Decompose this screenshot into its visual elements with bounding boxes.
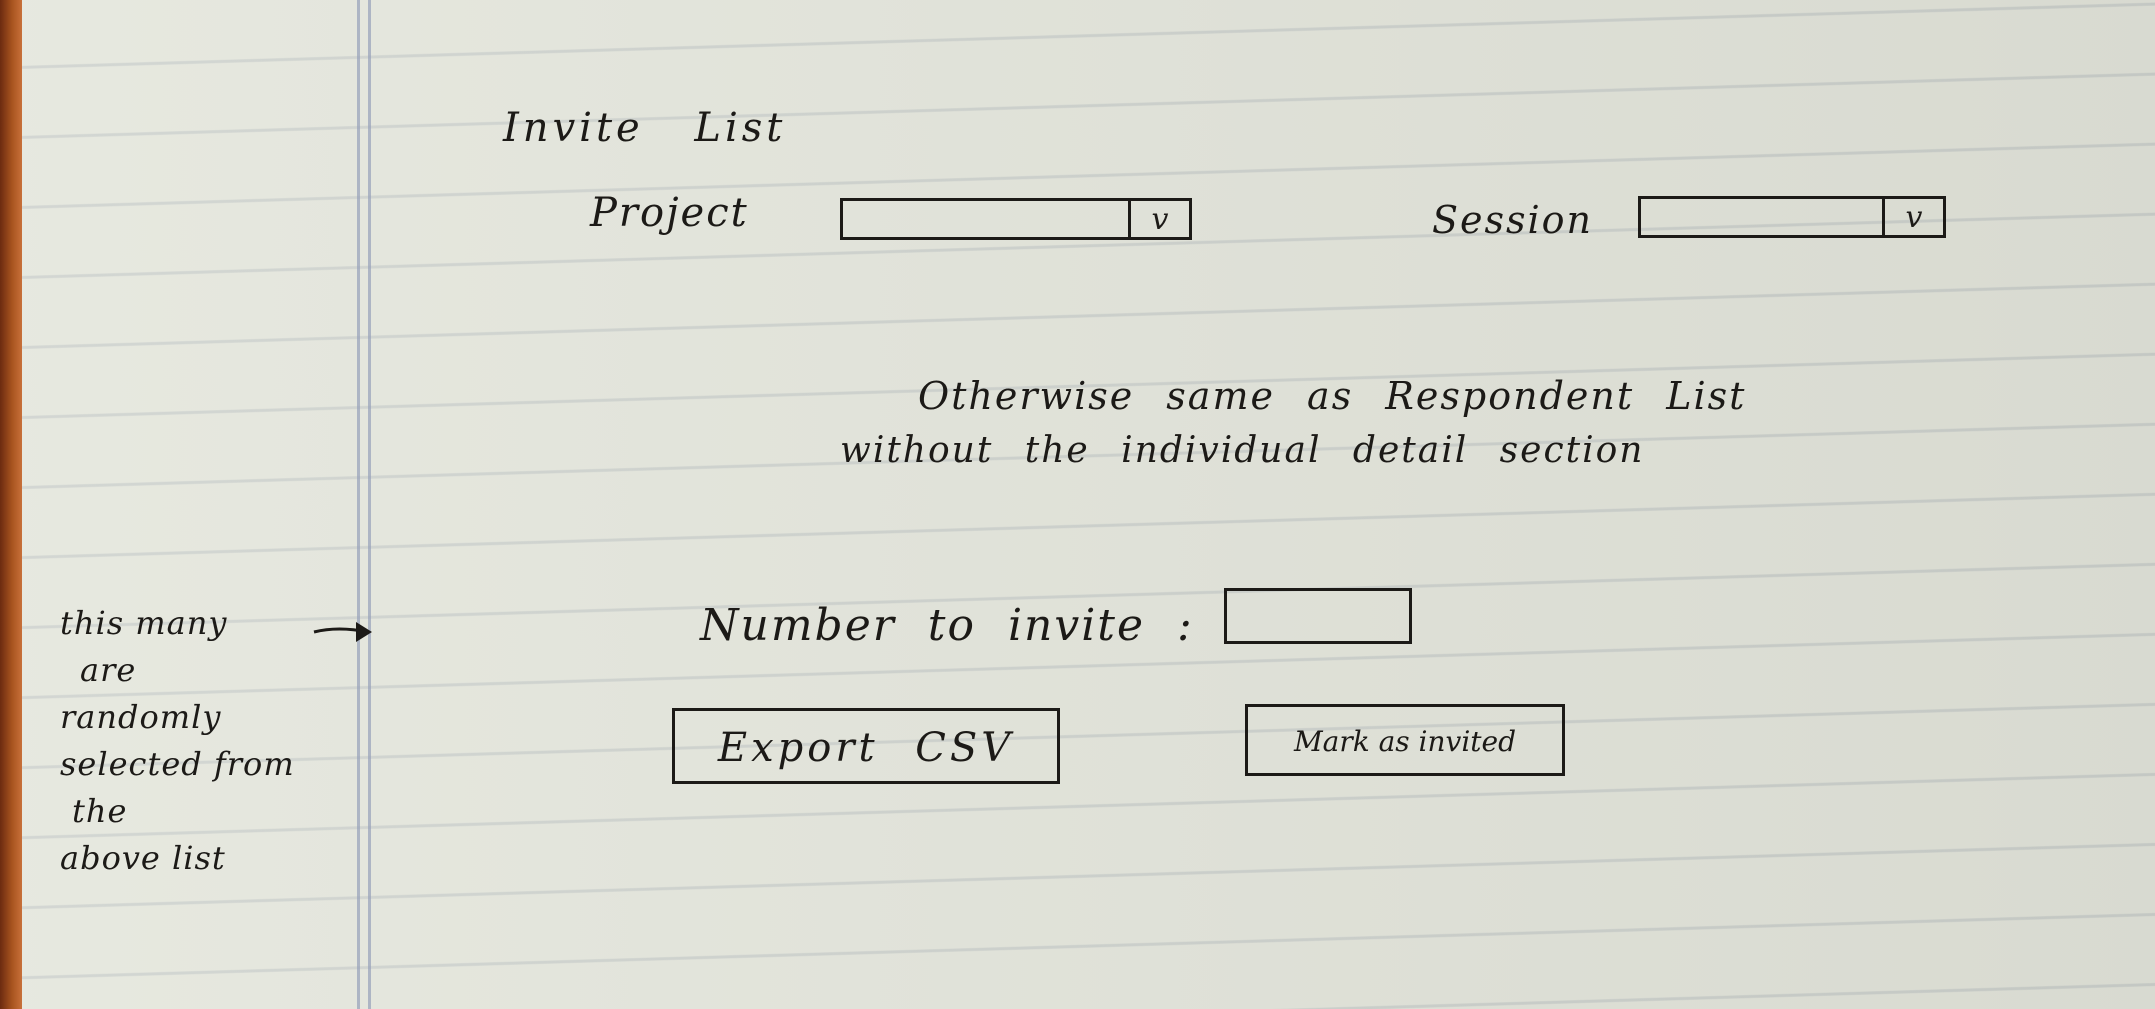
export-csv-label: Export CSV <box>717 725 1015 771</box>
margin-line <box>368 0 371 1009</box>
margin-note-line: are <box>80 651 137 689</box>
margin-note: this many are randomly selected from the… <box>60 600 295 882</box>
project-label: Project <box>590 190 749 236</box>
margin-note-line: the <box>72 792 128 830</box>
chevron-down-icon[interactable]: v <box>1128 201 1189 237</box>
margin-note-line: this many <box>60 604 228 642</box>
margin-line <box>357 0 360 1009</box>
margin-note-line: selected from <box>60 745 295 783</box>
note-line-2: without the individual detail section <box>840 430 1645 471</box>
note-line-1: Otherwise same as Respondent List <box>918 374 1747 418</box>
number-to-invite-input[interactable] <box>1224 588 1412 644</box>
session-label: Session <box>1432 198 1594 242</box>
session-select[interactable]: v <box>1638 196 1946 238</box>
mark-as-invited-label: Mark as invited <box>1293 725 1517 758</box>
desk-edge <box>0 0 22 1009</box>
chevron-down-icon[interactable]: v <box>1882 199 1943 235</box>
project-select[interactable]: v <box>840 198 1192 240</box>
export-csv-button[interactable]: Export CSV <box>672 708 1060 784</box>
page-title: Invite List <box>503 105 787 151</box>
margin-note-line: randomly <box>60 698 222 736</box>
number-to-invite-label: Number to invite : <box>700 600 1194 651</box>
margin-note-line: above list <box>60 839 226 877</box>
arrow-right-icon <box>313 622 372 642</box>
mark-as-invited-button[interactable]: Mark as invited <box>1245 704 1565 776</box>
